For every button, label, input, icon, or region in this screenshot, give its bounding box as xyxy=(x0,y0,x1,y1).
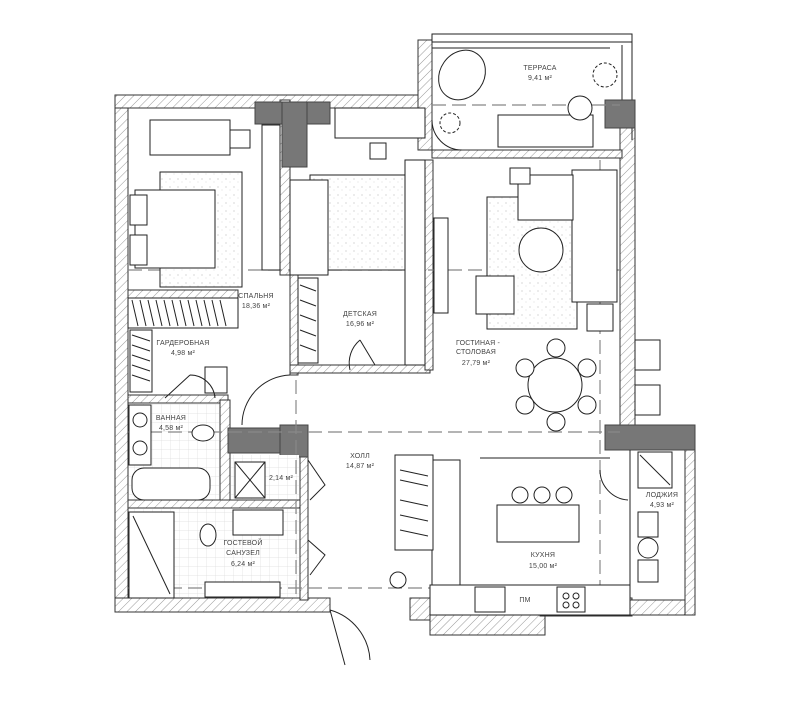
room-name-kitchen: КУХНЯ xyxy=(531,552,555,559)
columns xyxy=(227,99,696,458)
room-area-kitchen: 15,00 м² xyxy=(529,563,558,570)
room-name-kids: ДЕТСКАЯ xyxy=(343,311,377,318)
room-name-hall: ХОЛЛ xyxy=(350,453,370,460)
room-area-wardrobe: 4,98 м² xyxy=(171,350,196,357)
loggia-furniture xyxy=(629,450,673,600)
room-area-loggia: 4,93 м² xyxy=(650,502,675,509)
room-name-wardrobe: ГАРДЕРОБНАЯ xyxy=(156,340,209,347)
room-name-terrace: ТЕРРАСА xyxy=(523,65,556,72)
terrace-railing xyxy=(431,33,633,140)
doors xyxy=(164,119,629,666)
room-labels: СПАЛЬНЯ 18,36 м² ДЕТСКАЯ 16,96 м² ГОСТИН… xyxy=(156,293,678,570)
room-name-living-1: ГОСТИНАЯ - xyxy=(456,340,500,347)
room-area-hall: 14,87 м² xyxy=(346,463,375,470)
room-area-utility: 2,14 м² xyxy=(269,475,294,482)
living-furniture xyxy=(433,167,661,432)
room-area-guest-wc: 6,24 м² xyxy=(231,561,256,568)
dishwasher-label: ПМ xyxy=(519,597,530,604)
room-name-living-2: СТОЛОВАЯ xyxy=(456,349,496,356)
room-area-terrace: 9,41 м² xyxy=(528,75,553,82)
room-name-loggia: ЛОДЖИЯ xyxy=(646,492,678,499)
kids-furniture xyxy=(289,107,426,366)
bathroom-fixtures xyxy=(128,404,284,599)
terrace-furniture xyxy=(438,49,618,148)
room-name-bedroom: СПАЛЬНЯ xyxy=(238,293,274,300)
room-area-living: 27,79 м² xyxy=(462,360,491,367)
kitchen-furniture xyxy=(389,454,631,616)
room-area-kids: 16,96 м² xyxy=(346,321,375,328)
room-area-bedroom: 18,36 м² xyxy=(242,303,271,310)
room-name-guest-wc-2: САНУЗЕЛ xyxy=(226,550,260,557)
room-area-bath: 4,58 м² xyxy=(159,425,184,432)
room-name-bath: ВАННАЯ xyxy=(156,415,186,422)
bedroom-furniture xyxy=(127,119,281,394)
room-name-guest-wc-1: ГОСТЕВОЙ xyxy=(223,538,262,547)
